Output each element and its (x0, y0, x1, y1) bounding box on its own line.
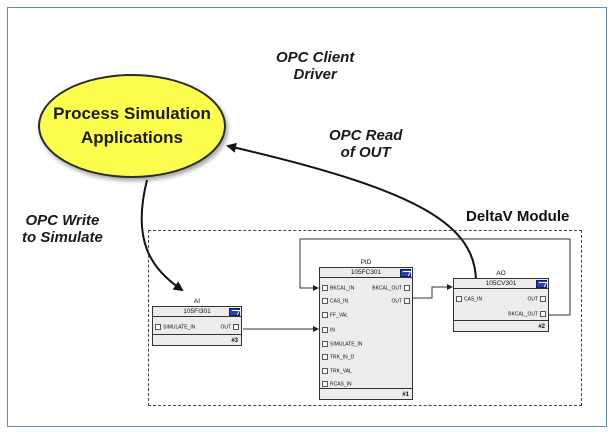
opc-read-arrow (226, 142, 477, 283)
ai-block-divider (153, 334, 241, 335)
ao-pin-bkcal-out[interactable]: BKCAL_OUT (508, 311, 546, 317)
pid-out-to-ao-cas-wire (413, 284, 453, 299)
opc-write-arrow (140, 179, 184, 292)
pid-pin-bkcal-out[interactable]: BKCAL_OUT (372, 285, 410, 291)
opc-client-line2: Driver (293, 66, 337, 83)
deltav-module-label: DeltaV Module (466, 208, 570, 225)
opc-read-line2: of OUT (340, 144, 391, 161)
ai-pin-simulate-in[interactable]: SIMULATE_IN (155, 324, 195, 330)
trend-icon (536, 280, 547, 288)
trend-icon (229, 308, 240, 316)
opc-write-label: OPC Write to Simulate (22, 212, 103, 246)
ai-block-number: #3 (231, 338, 238, 344)
opc-client-line1: OPC Client (276, 49, 355, 66)
opc-read-label: OPC Read of OUT (329, 127, 402, 161)
ao-block-tag: 105CV301 (454, 280, 548, 289)
pid-pin-in[interactable]: IN (322, 327, 335, 333)
pid-pin-ff-val[interactable]: FF_VAL (322, 312, 348, 318)
opc-read-line1: OPC Read (329, 127, 403, 144)
pid-pin-out[interactable]: OUT (391, 298, 410, 304)
pid-pin-simulate-in[interactable]: SIMULATE_IN (322, 341, 362, 347)
ao-bkcal-to-pid-bkcal-wire (299, 238, 571, 316)
ao-pin-cas-in[interactable]: CAS_IN (456, 296, 482, 302)
ao-function-block[interactable]: 105CV301 CAS_IN OUT BKCAL_OUT #2 (453, 278, 549, 332)
ai-function-block[interactable]: 105FI301 SIMULATE_IN OUT #3 (152, 306, 242, 346)
pid-pin-trk-val[interactable]: TRK_VAL (322, 368, 352, 374)
process-simulation-ellipse: Process Simulation Applications (38, 74, 226, 178)
pid-pin-bkcal-in[interactable]: BKCAL_IN (322, 285, 354, 291)
pid-pin-rcas-in[interactable]: RCAS_IN (322, 381, 352, 387)
opc-client-driver-label: OPC Client Driver (276, 49, 354, 83)
pid-block-number: #1 (402, 392, 409, 398)
ao-pin-out[interactable]: OUT (527, 296, 546, 302)
pid-function-block[interactable]: 105FC301 BKCAL_IN BKCAL_OUT CAS_IN OUT F… (319, 267, 413, 400)
opc-write-line1: OPC Write (25, 212, 100, 229)
pid-pin-trk-in-d[interactable]: TRK_IN_D (322, 354, 354, 360)
ai-block-type: AI (193, 298, 201, 305)
ellipse-line2: Applications (80, 128, 183, 147)
pid-block-type: PID (360, 259, 372, 266)
ao-block-divider (454, 320, 548, 321)
pid-block-divider (320, 388, 412, 389)
trend-icon (400, 269, 411, 277)
pid-block-tag: 105FC301 (320, 269, 412, 278)
opc-write-line2: to Simulate (22, 229, 103, 246)
pid-pin-cas-in[interactable]: CAS_IN (322, 298, 348, 304)
ai-block-tag: 105FI301 (153, 308, 241, 317)
ai-pin-out[interactable]: OUT (220, 324, 239, 330)
ao-block-number: #2 (538, 324, 545, 330)
ao-block-type: AO (496, 270, 506, 277)
deltav-module-boundary (148, 230, 582, 406)
ellipse-line1: Process Simulation (53, 104, 211, 123)
